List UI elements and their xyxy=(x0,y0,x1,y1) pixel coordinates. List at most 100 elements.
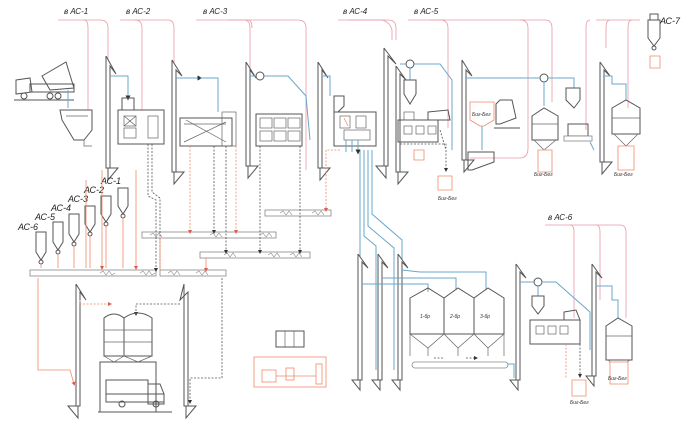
cyclone-label-ac2: АС-2 xyxy=(83,185,104,195)
aspiration-label-ac1: в АС-1 xyxy=(64,7,88,16)
aspiration-label-ac2: в АС-2 xyxy=(126,7,151,16)
elevator xyxy=(599,61,611,163)
aspiration-label-ac5: в АС-5 xyxy=(414,7,439,16)
cyclone xyxy=(117,187,129,219)
air-screen-separator xyxy=(117,97,165,145)
bigbag-label: Биг-Бег xyxy=(608,376,627,382)
elevator xyxy=(105,55,117,169)
bin-silo: Биг-Бег xyxy=(605,317,633,385)
product-line xyxy=(400,63,453,150)
aspiration-lines xyxy=(58,19,640,318)
cyclone xyxy=(84,205,96,237)
gravity-table xyxy=(255,113,303,147)
waste-elevators xyxy=(66,283,198,420)
product-line xyxy=(466,77,575,88)
fan-icon xyxy=(539,73,549,83)
cyclone-outlets xyxy=(40,170,138,270)
elevator xyxy=(357,253,369,381)
aspiration-line xyxy=(470,147,529,159)
cyclone xyxy=(100,195,112,227)
electrical-cabinet xyxy=(275,330,305,348)
bin-silo: Биг-Бег xyxy=(531,107,559,178)
elevator xyxy=(461,59,473,161)
aspiration-line xyxy=(430,19,529,148)
compressor-station xyxy=(253,356,327,388)
aspiration-label-ac6: в АС-6 xyxy=(548,213,573,222)
product-line xyxy=(401,269,487,290)
bucket-elevators xyxy=(105,47,614,186)
product-line xyxy=(596,285,619,318)
silo xyxy=(409,287,445,335)
product-line xyxy=(520,281,591,350)
bigbag-label: Биг-Бег xyxy=(614,172,633,178)
dump-truck xyxy=(14,61,75,101)
sorting-machine xyxy=(333,95,377,147)
waste-flow-lines xyxy=(37,144,340,386)
silo xyxy=(473,287,505,335)
screw-conveyor xyxy=(199,251,311,259)
screw-conveyor xyxy=(29,269,157,277)
seed-treater xyxy=(529,295,581,345)
aspiration-line xyxy=(247,19,253,29)
elevator xyxy=(317,61,329,169)
bigbag: Биг-Бег xyxy=(570,379,589,406)
fan-icon xyxy=(405,59,415,69)
aspiration-line xyxy=(545,224,627,318)
elevator xyxy=(171,59,183,173)
cyclone-label-ac1: АС-1 xyxy=(100,176,121,186)
screw-conveyors xyxy=(29,209,332,277)
elevator xyxy=(75,283,87,407)
waste-flow-line xyxy=(134,303,180,316)
forklift xyxy=(495,99,517,125)
aspiration-label-ac4: в АС-4 xyxy=(343,7,368,16)
cyclone-label-ac4: АС-4 xyxy=(50,203,71,213)
cyclone-label-ac3: АС-3 xyxy=(67,194,88,204)
bigbag-label: Биг-Бег xyxy=(472,112,491,118)
silo-label: 2-бр xyxy=(449,314,460,320)
silo-label: 3-бр xyxy=(480,314,490,320)
elevator xyxy=(383,47,397,167)
fan-icon xyxy=(533,277,543,287)
product-line xyxy=(200,77,219,112)
waste-truck xyxy=(98,379,172,413)
belt-conveyor xyxy=(411,358,515,378)
bigbag-station: Биг-Бег xyxy=(467,99,520,171)
silo xyxy=(443,287,475,335)
elevator xyxy=(397,253,409,381)
aspiration-line xyxy=(196,19,251,130)
storage-silos xyxy=(409,287,505,356)
product-line xyxy=(345,140,358,152)
bin-silo: Биг-Бег xyxy=(611,99,641,178)
fan-icon xyxy=(255,71,265,81)
product-line xyxy=(382,277,457,290)
elevator xyxy=(591,263,603,377)
product-line xyxy=(362,283,429,292)
bigbag-label: Биг-Бег xyxy=(534,172,553,178)
elevator xyxy=(377,253,389,381)
aspiration-line xyxy=(134,19,143,110)
aspiration-line xyxy=(338,19,397,40)
dashed-line xyxy=(439,129,448,172)
screw-conveyor xyxy=(264,209,332,217)
product-line xyxy=(589,141,595,151)
screw-conveyor xyxy=(159,269,227,277)
elevator xyxy=(245,61,257,167)
screen-separator xyxy=(179,111,237,147)
elevator xyxy=(395,65,407,173)
aspiration-line xyxy=(605,19,611,48)
product-line xyxy=(604,75,627,100)
bigbag-label: Биг-Бег xyxy=(570,400,589,406)
cyclone-ac7 xyxy=(647,13,661,69)
aspiration-line xyxy=(120,19,175,140)
aspiration-line xyxy=(585,19,591,130)
aspiration-line xyxy=(520,19,553,102)
cyclone-label-ac5: АС-5 xyxy=(34,212,56,222)
seed-treater xyxy=(397,79,451,143)
aspiration-line xyxy=(569,224,575,318)
cyclone-bank xyxy=(35,187,129,265)
screw-conveyor xyxy=(141,231,277,239)
aspiration-line xyxy=(348,19,393,40)
aspiration-line xyxy=(83,19,89,110)
